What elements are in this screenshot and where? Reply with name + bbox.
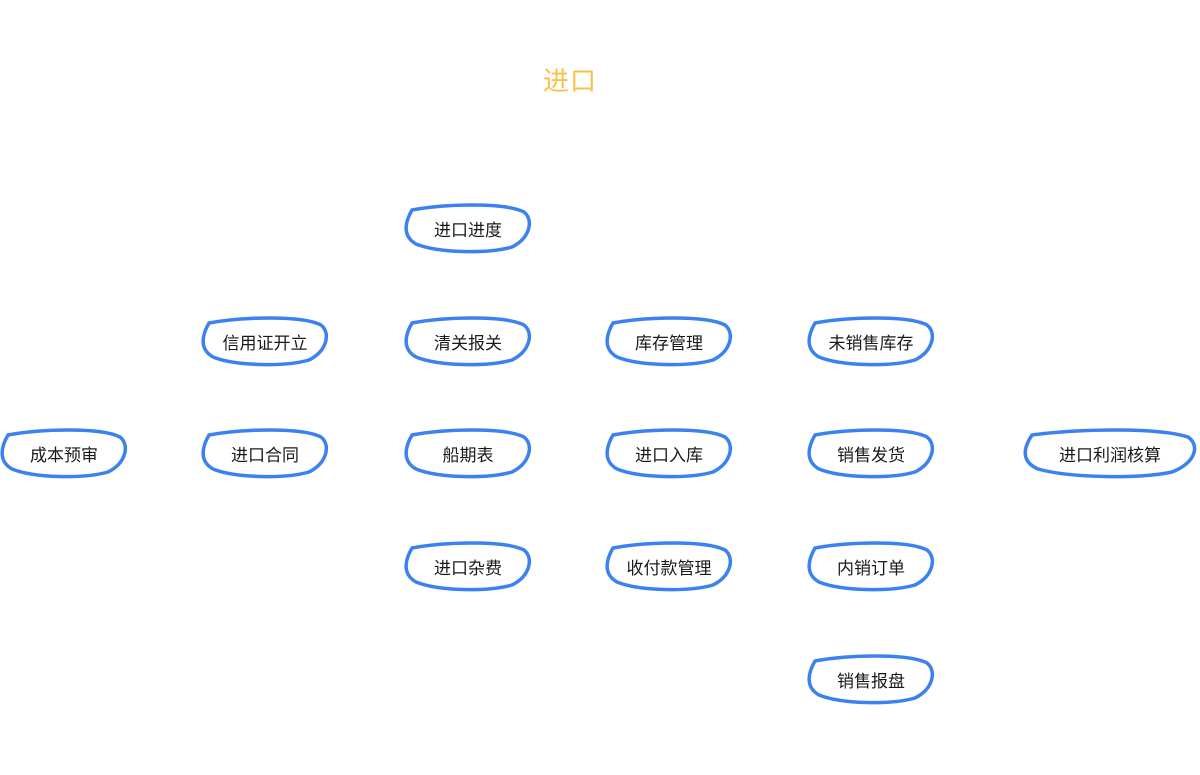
node-customs-clearance[interactable]: 清关报关 (404, 315, 532, 367)
node-inventory-management[interactable]: 库存管理 (605, 315, 733, 367)
node-outline (404, 541, 532, 592)
node-label: 进口杂费 (434, 558, 502, 579)
node-cost-pre-review[interactable]: 成本预审 (0, 427, 128, 479)
node-domestic-sales-order[interactable]: 内销订单 (807, 540, 935, 592)
node-label: 收付款管理 (626, 558, 712, 579)
node-outline (605, 541, 733, 592)
node-label: 进口合同 (231, 445, 299, 466)
node-outline (807, 541, 935, 592)
node-shipping-schedule[interactable]: 船期表 (404, 427, 532, 479)
node-import-warehousing[interactable]: 进口入库 (605, 427, 733, 479)
node-sales-shipment[interactable]: 销售发货 (807, 427, 935, 479)
node-import-contract[interactable]: 进口合同 (201, 427, 329, 479)
node-label: 销售发货 (837, 445, 905, 466)
node-payment-management[interactable]: 收付款管理 (605, 540, 733, 592)
node-lc-opening[interactable]: 信用证开立 (201, 315, 329, 367)
node-sales-report[interactable]: 销售报盘 (807, 653, 935, 705)
node-outline (404, 203, 532, 254)
node-outline (605, 428, 733, 479)
node-label: 信用证开立 (222, 333, 308, 354)
node-label: 进口进度 (434, 220, 502, 241)
diagram-title: 进口 (542, 67, 597, 97)
node-label: 进口入库 (635, 445, 703, 466)
node-label: 库存管理 (635, 333, 703, 354)
node-import-profit-accounting[interactable]: 进口利润核算 (1022, 427, 1198, 479)
node-label: 未销售库存 (828, 333, 914, 354)
node-outline (404, 316, 532, 367)
node-label: 成本预审 (30, 445, 98, 466)
node-label: 船期表 (442, 445, 494, 466)
node-outline (605, 316, 733, 367)
node-outline (404, 428, 532, 479)
node-outline (0, 428, 128, 479)
node-import-progress[interactable]: 进口进度 (404, 202, 532, 254)
node-outline (807, 654, 935, 705)
node-label: 销售报盘 (837, 671, 905, 692)
node-label: 内销订单 (837, 558, 905, 579)
node-unsold-inventory[interactable]: 未销售库存 (807, 315, 935, 367)
node-import-misc-fees[interactable]: 进口杂费 (404, 540, 532, 592)
node-outline (201, 316, 329, 367)
node-label: 进口利润核算 (1059, 445, 1161, 466)
node-outline (807, 428, 935, 479)
node-outline (201, 428, 329, 479)
node-label: 清关报关 (434, 333, 502, 354)
node-outline (1023, 428, 1197, 479)
node-outline (807, 316, 935, 367)
